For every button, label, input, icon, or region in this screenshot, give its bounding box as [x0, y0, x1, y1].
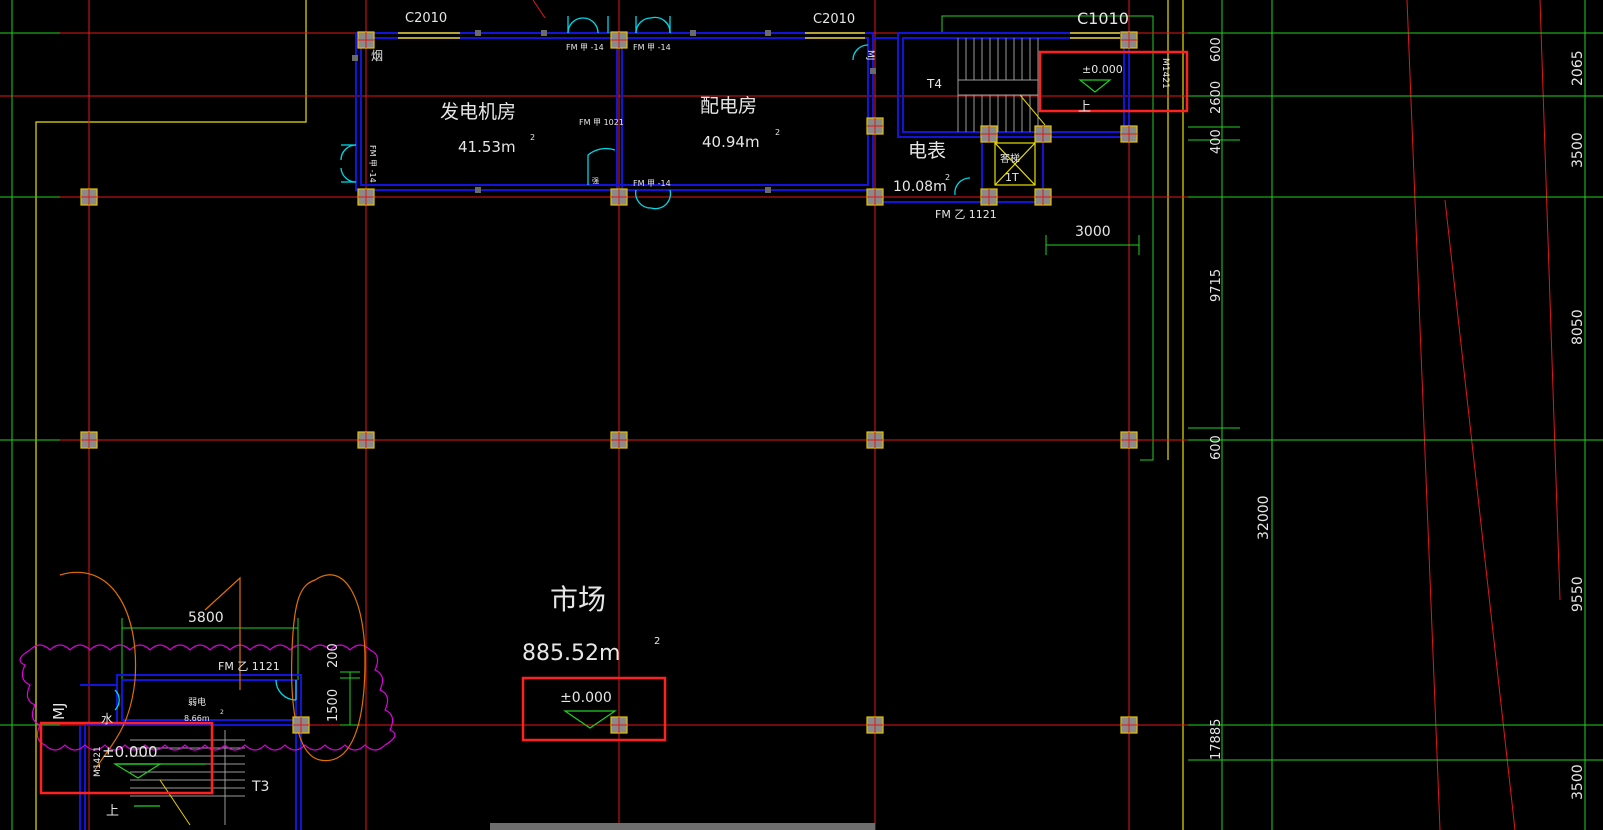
stair-t4	[957, 38, 1046, 132]
right-dimension-lines	[121, 0, 1603, 830]
up-label-bottom: 上	[106, 804, 119, 819]
weak-current-area-sup: 2	[220, 709, 224, 716]
highlight-box-top-right	[1038, 50, 1189, 113]
window-label-c1010: C1010	[1077, 9, 1129, 28]
stair-t4-label: T4	[926, 77, 942, 91]
dim-3000: 3000	[1075, 224, 1111, 240]
dim-r600b: 600	[1209, 435, 1224, 460]
door-label-fm-a-1021: FM 甲 1021	[579, 118, 624, 127]
dim-r600a: 600	[1209, 37, 1224, 62]
distribution-room-area: 40.94m	[702, 133, 760, 151]
dim-f8050: 8050	[1570, 309, 1586, 345]
up-label-top: 上	[1078, 100, 1091, 115]
generator-area-sup: 2	[530, 133, 535, 142]
site-boundary-lines	[1406, 0, 1561, 830]
market-area: 885.52m	[522, 641, 620, 666]
dim-f3500a: 3500	[1570, 132, 1586, 168]
market-name: 市场	[550, 583, 606, 616]
windows	[398, 32, 1120, 39]
dim-r2600: 2600	[1209, 81, 1224, 114]
dim-f9550: 9550	[1570, 576, 1586, 612]
mj-label-lower: MJ	[50, 703, 68, 720]
mj-label-top: MJ	[865, 50, 875, 60]
door-label-fm-a-2: FM 甲 -14	[633, 43, 671, 52]
dim-1500: 1500	[326, 689, 341, 722]
elevation-bottom-left: ±0.000	[102, 743, 158, 761]
dim-r400: 400	[1209, 129, 1224, 154]
door-label-fm-a-bottom: FM 甲 -14	[633, 179, 671, 188]
smoke-label: 烟	[371, 49, 383, 63]
weak-current-room-area: 8.66m	[184, 714, 210, 723]
meter-area-sup: 2	[945, 173, 950, 182]
meter-room-area: 10.08m	[893, 179, 947, 195]
dim-200: 200	[326, 643, 341, 668]
doors	[114, 16, 971, 711]
building-outline-yellow	[35, 0, 1184, 830]
shaft-note: 强	[592, 177, 599, 185]
horizontal-scrollbar[interactable]	[490, 823, 875, 830]
elevator-label: 客梯	[1000, 152, 1020, 165]
elevator-car	[994, 142, 1036, 186]
dim-f2065: 2065	[1570, 50, 1586, 86]
distribution-room-name: 配电房	[700, 95, 757, 117]
door-label-fm-a-left: FM 甲 -14	[368, 145, 377, 183]
stair-outline-green	[941, 15, 1154, 461]
door-label-fm-b-lower: FM 乙 1121	[218, 660, 280, 673]
elevation-symbols	[112, 79, 1112, 807]
dim-9715: 9715	[1209, 269, 1224, 302]
elevation-center: ±0.000	[560, 690, 612, 706]
dim-32000: 32000	[1256, 495, 1272, 540]
dim-5800: 5800	[188, 610, 224, 626]
weak-current-room-name: 弱电	[188, 696, 206, 708]
left-dimension-marks	[0, 0, 60, 830]
door-label-fm-b-meter: FM 乙 1121	[935, 208, 997, 221]
wall-markers	[352, 30, 876, 193]
distribution-area-sup: 2	[775, 128, 780, 137]
elevator-number: 1T	[1005, 171, 1019, 184]
dim-17885: 17885	[1209, 719, 1224, 760]
highlight-box-center	[521, 676, 667, 742]
door-label-m1421-top: M1421	[1160, 58, 1170, 89]
water-label: 水	[101, 712, 113, 726]
window-label-c2010-right: C2010	[813, 12, 855, 27]
market-area-sup: 2	[654, 636, 660, 647]
window-label-c2010-left: C2010	[405, 11, 447, 26]
stair-t3-label: T3	[251, 779, 269, 795]
revision-cloud	[19, 644, 396, 751]
meter-room-name: 电表	[908, 140, 946, 162]
elevation-top-right: ±0.000	[1082, 63, 1123, 76]
annotation-curves	[59, 571, 366, 771]
dim-f3500b: 3500	[1570, 764, 1586, 800]
structural-columns	[80, 31, 1138, 734]
generator-room-area: 41.53m	[458, 138, 516, 156]
door-label-fm-a-1: FM 甲 -14	[566, 43, 604, 52]
highlight-box-bottom-left	[39, 721, 214, 795]
highlight-boxes	[39, 50, 1189, 795]
door-label-m1421-bottom: M1421	[93, 746, 103, 777]
generator-room-name: 发电机房	[440, 101, 516, 123]
